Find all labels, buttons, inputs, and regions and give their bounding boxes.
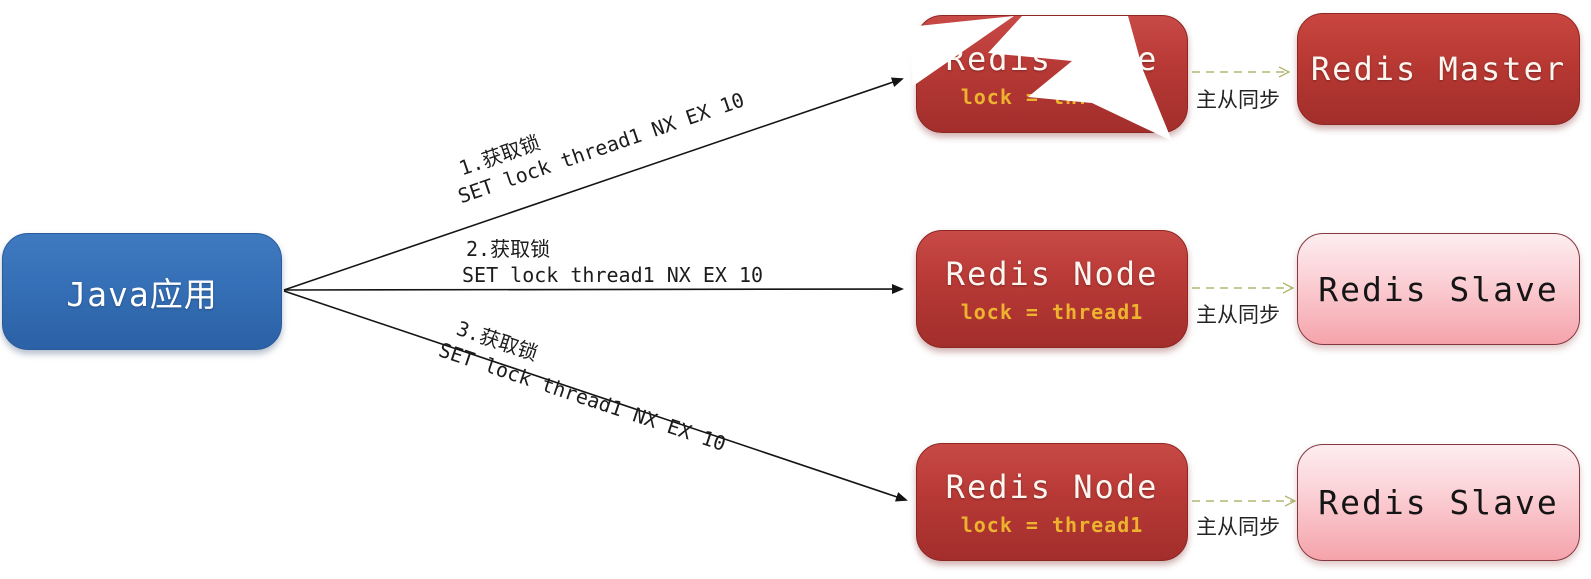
request-label-1: 1.获取锁 SET lock thread1 NX EX 10 [446,62,748,209]
request-2-command: SET lock thread1 NX EX 10 [462,263,764,287]
redis-node-2-lock-value: lock = thread1 [960,299,1144,324]
sync-label-2: 主从同步 [1196,303,1280,327]
redis-node-3-title: Redis Node [945,467,1159,506]
redis-node-1-title: Redis Node [945,39,1159,78]
redis-slave-1-box: Redis Slave [1297,233,1580,345]
redis-node-2-title: Redis Node [945,254,1159,293]
redis-master-title: Redis Master [1310,50,1567,88]
redis-slave-1-title: Redis Slave [1318,269,1559,309]
sync-label-3: 主从同步 [1196,515,1280,539]
java-app-label: Java应用 [66,274,218,314]
redis-slave-2-title: Redis Slave [1318,483,1559,522]
request-2-step: 2.获取锁 [466,237,551,261]
sync-label-1: 主从同步 [1196,88,1280,112]
redis-node-2-box: Redis Node lock = thread1 [916,230,1188,348]
redis-node-1-box: Redis Node lock = thread1 [916,15,1188,133]
redis-master-box: Redis Master [1297,13,1580,125]
java-app-box: Java应用 [2,233,282,350]
redis-node-3-lock-value: lock = thread1 [960,512,1144,537]
redis-node-1-lock-value: lock = thread1 [960,84,1144,109]
request-arrow-2 [283,284,904,295]
redis-slave-2-box: Redis Slave [1297,444,1580,561]
redis-node-3-box: Redis Node lock = thread1 [916,443,1188,561]
request-label-2: 2.获取锁 SET lock thread1 NX EX 10 [462,236,763,288]
request-label-3: 3.获取锁 SET lock thread1 NX EX 10 [436,312,738,457]
